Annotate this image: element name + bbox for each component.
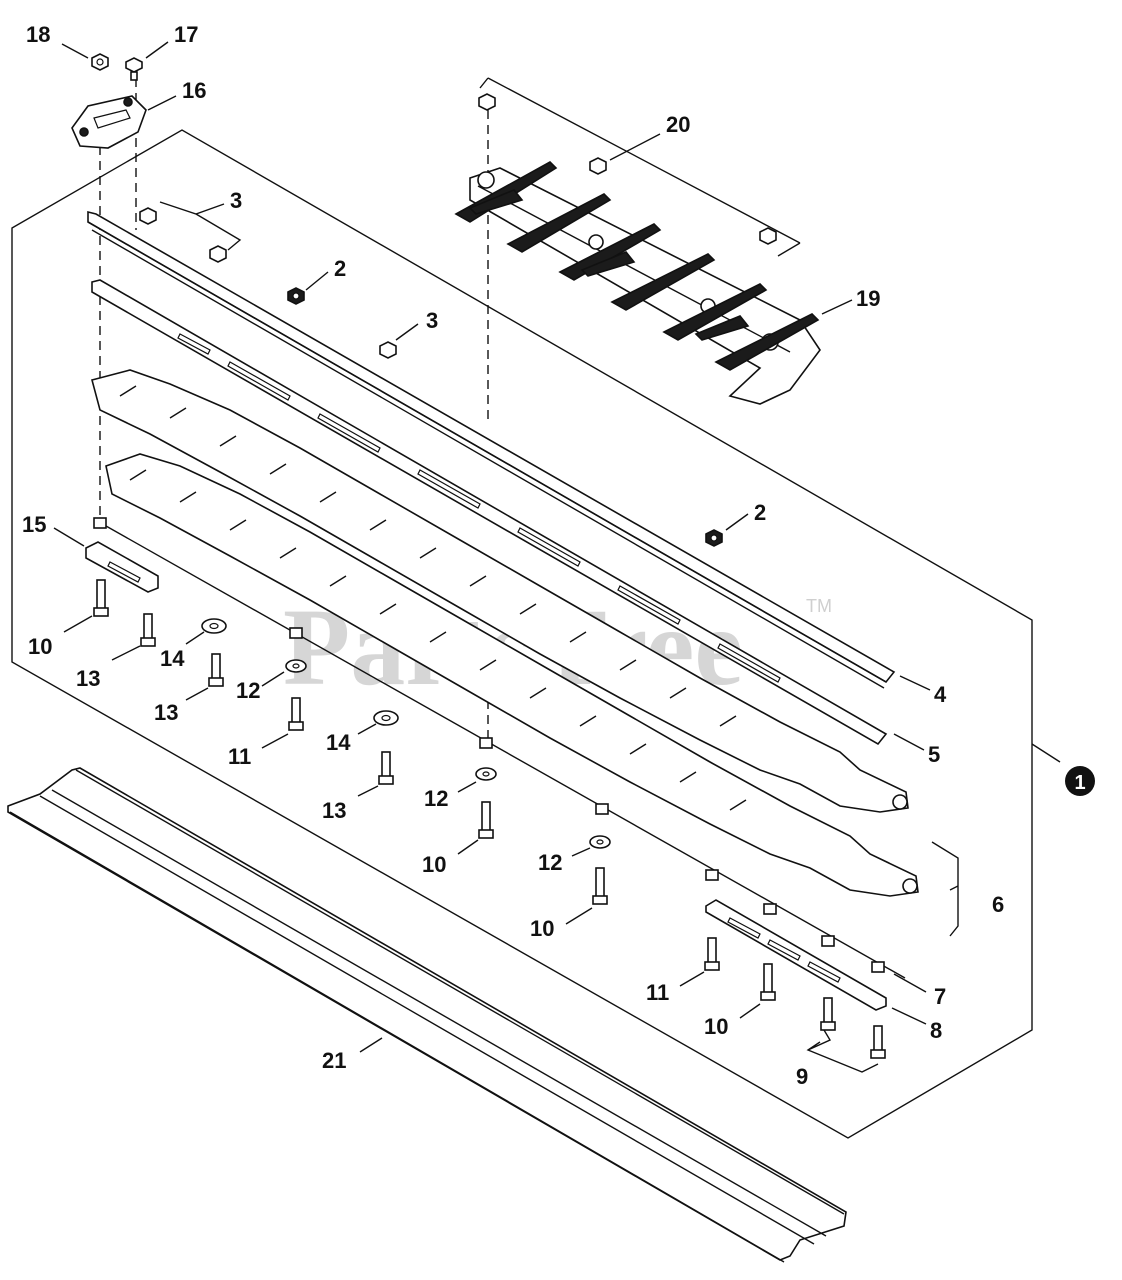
callout-12-b: 12 <box>424 786 448 811</box>
part-17-bolt <box>125 57 143 81</box>
washers <box>201 618 611 849</box>
callout-3-a: 3 <box>230 188 242 213</box>
part-3-nuts <box>139 207 397 359</box>
callout-18: 18 <box>26 22 50 47</box>
callout-14-b: 14 <box>326 730 351 755</box>
watermark-trademark: TM <box>806 596 832 616</box>
part-5-plate <box>91 279 888 746</box>
callout-8: 8 <box>930 1018 942 1043</box>
part-6-blade-upper <box>91 369 909 813</box>
part-21-cover <box>7 767 847 1263</box>
callout-11-a: 11 <box>228 744 251 769</box>
callout-labels: 18 17 16 20 3 2 3 19 2 15 10 14 13 12 13… <box>22 22 1004 1089</box>
callout-17: 17 <box>174 22 198 47</box>
callout-2-a: 2 <box>334 256 346 281</box>
bolt-13-b <box>208 653 224 687</box>
bolt-9-b <box>870 1025 886 1059</box>
bolt-9-a <box>820 997 836 1031</box>
assembly-callout-label: 1 <box>1074 772 1085 794</box>
part-18-nut <box>91 53 109 71</box>
bolt-13-a <box>140 613 156 647</box>
bolt-11-a <box>288 697 304 731</box>
bolt-11-b <box>704 937 720 971</box>
part-4-bar <box>87 210 896 689</box>
callout-15: 15 <box>22 512 46 537</box>
assembly-callout-badge: 1 <box>1065 766 1095 796</box>
callout-10-a: 10 <box>28 634 52 659</box>
callout-9: 9 <box>796 1064 808 1089</box>
part-2-nuts <box>287 287 723 547</box>
callout-11-b: 11 <box>646 980 669 1005</box>
bolt-10-c <box>592 867 608 905</box>
callout-13-a: 13 <box>76 666 100 691</box>
bolt-10-b <box>478 801 494 839</box>
part-16-bracket <box>71 95 147 149</box>
callout-21: 21 <box>322 1048 346 1073</box>
bolt-10-d <box>760 963 776 1001</box>
callout-4: 4 <box>934 682 947 707</box>
part-19-comb-guide <box>454 161 821 405</box>
callout-13-c: 13 <box>322 798 346 823</box>
part-7-square-nuts <box>93 517 906 979</box>
callout-3-b: 3 <box>426 308 438 333</box>
part-20-nuts <box>478 93 777 245</box>
bolt-13-c <box>378 751 394 785</box>
callout-7: 7 <box>934 984 946 1009</box>
part-6-blade-lower <box>105 453 919 897</box>
callout-12-a: 12 <box>236 678 260 703</box>
callout-10-c: 10 <box>530 916 554 941</box>
callout-13-b: 13 <box>154 700 178 725</box>
callout-6: 6 <box>992 892 1004 917</box>
leader-lines <box>53 41 1061 1073</box>
callout-14-a: 14 <box>160 646 185 671</box>
bolts <box>93 579 886 1059</box>
assembly-outline <box>11 77 1033 1139</box>
callout-10-b: 10 <box>422 852 446 877</box>
callout-10-d: 10 <box>704 1014 728 1039</box>
part-8-end-plate <box>705 899 887 1011</box>
bolt-10-a <box>93 579 109 617</box>
callout-20: 20 <box>666 112 690 137</box>
callout-2-b: 2 <box>754 500 766 525</box>
callout-12-c: 12 <box>538 850 562 875</box>
callout-19: 19 <box>856 286 880 311</box>
part-15-end-plate <box>85 541 159 593</box>
callout-5: 5 <box>928 742 940 767</box>
callout-16: 16 <box>182 78 206 103</box>
